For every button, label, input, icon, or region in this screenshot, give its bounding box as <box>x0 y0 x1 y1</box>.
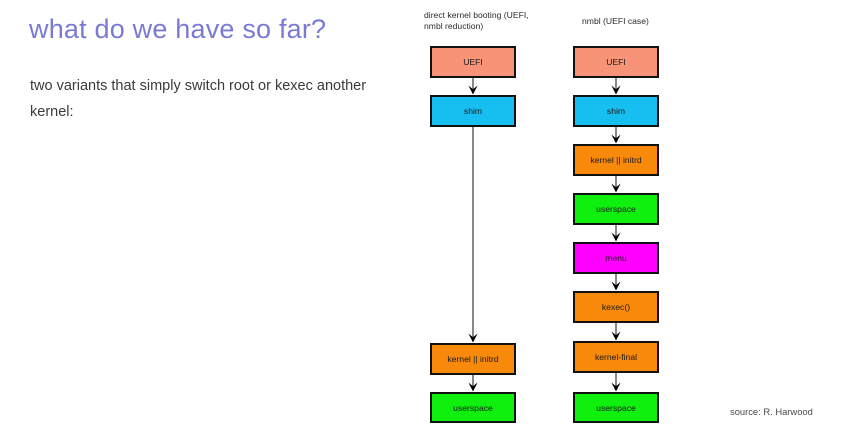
slide-body-text: two variants that simply switch root or … <box>30 78 367 120</box>
node-nmbl-uefi-case-userspace: userspace <box>573 392 659 423</box>
node-label: userspace <box>453 402 493 413</box>
column-header-direct-kernel-booting: direct kernel booting (UEFI, nmbl reduct… <box>424 10 529 31</box>
node-nmbl-uefi-case-menu: menu <box>573 242 659 274</box>
source-credit: source: R. Harwood <box>730 406 813 417</box>
node-nmbl-uefi-case-userspace: userspace <box>573 193 659 225</box>
node-label: kernel-final <box>594 352 638 362</box>
node-label: kernel || initrd <box>447 354 499 364</box>
node-label: shim <box>463 106 483 116</box>
connector-arrowhead <box>468 333 478 343</box>
node-nmbl-uefi-case-shim: shim <box>573 95 659 127</box>
connector-arrowhead <box>611 134 621 144</box>
node-label: userspace <box>596 204 636 214</box>
node-label: UEFI <box>606 57 626 67</box>
node-nmbl-uefi-case-kexec: kexec() <box>573 291 659 323</box>
node-label: shim <box>606 106 626 116</box>
node-nmbl-uefi-case-uefi: UEFI <box>573 46 659 78</box>
page-title: what do we have so far? <box>29 14 327 44</box>
node-direct-kernel-booting-kernel-initrd: kernel || initrd <box>430 343 516 375</box>
node-label: UEFI <box>463 57 483 67</box>
connector-arrowhead <box>611 85 621 95</box>
node-label: userspace <box>596 402 636 413</box>
connector-arrowhead <box>611 331 621 341</box>
connector-arrowhead <box>611 281 621 291</box>
node-direct-kernel-booting-userspace: userspace <box>430 392 516 423</box>
connector-arrowhead <box>611 232 621 242</box>
connector-arrowhead <box>468 85 478 95</box>
node-nmbl-uefi-case-kernel-final: kernel-final <box>573 341 659 373</box>
node-direct-kernel-booting-shim: shim <box>430 95 516 127</box>
node-label: kexec() <box>601 302 631 312</box>
connector-arrowhead <box>611 382 621 392</box>
column-header-nmbl-uefi-case: nmbl (UEFI case) <box>582 16 649 26</box>
node-label: kernel || initrd <box>590 155 642 165</box>
connector-arrowhead <box>468 382 478 392</box>
node-nmbl-uefi-case-kernel-initrd: kernel || initrd <box>573 144 659 176</box>
node-label: menu <box>605 253 627 263</box>
node-direct-kernel-booting-uefi: UEFI <box>430 46 516 78</box>
connector-arrowhead <box>611 183 621 193</box>
